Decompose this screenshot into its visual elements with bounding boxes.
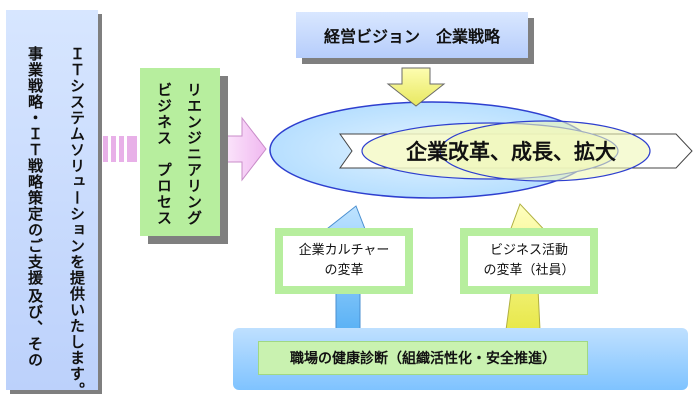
culture-box: 企業カルチャー の変革 (275, 228, 413, 294)
business-activity-line-1: ビジネス活動 (489, 243, 568, 258)
diagnosis-label: 職場の健康診断（組織活性化・安全推進） (258, 341, 588, 375)
left-panel-line-3: 及び、その (26, 288, 44, 368)
culture-line-1: 企業カルチャー (298, 243, 390, 258)
pink-arrow (103, 116, 267, 182)
down-arrow (386, 67, 446, 107)
culture-line-2: の変革 (324, 263, 364, 278)
reengineering-line-1: リエンジニアリング (185, 82, 203, 226)
business-activity-box: ビジネス活動 の変革（社員） (460, 228, 598, 294)
reengineering-box: リエンジニアリング ビジネス プロセス (140, 68, 220, 236)
left-panel-line-2: 事業戦略・ＩＴ戦略策定のご支援 (26, 46, 44, 286)
reengineering-line-2: ビジネス プロセス (155, 82, 173, 226)
left-panel: ＩＴシステムソリューションを提供いたします。 事業戦略・ＩＴ戦略策定のご支援 及… (6, 10, 98, 398)
vision-box: 経営ビジョン 企業戦略 (296, 12, 528, 58)
reform-label: 企業改革、成長、拡大 (406, 140, 616, 164)
business-activity-line-2: の変革（社員） (483, 263, 575, 278)
inner-ellipse-right (439, 120, 651, 182)
left-panel-line-1: ＩＴシステムソリューションを提供いたします。 (68, 46, 86, 398)
